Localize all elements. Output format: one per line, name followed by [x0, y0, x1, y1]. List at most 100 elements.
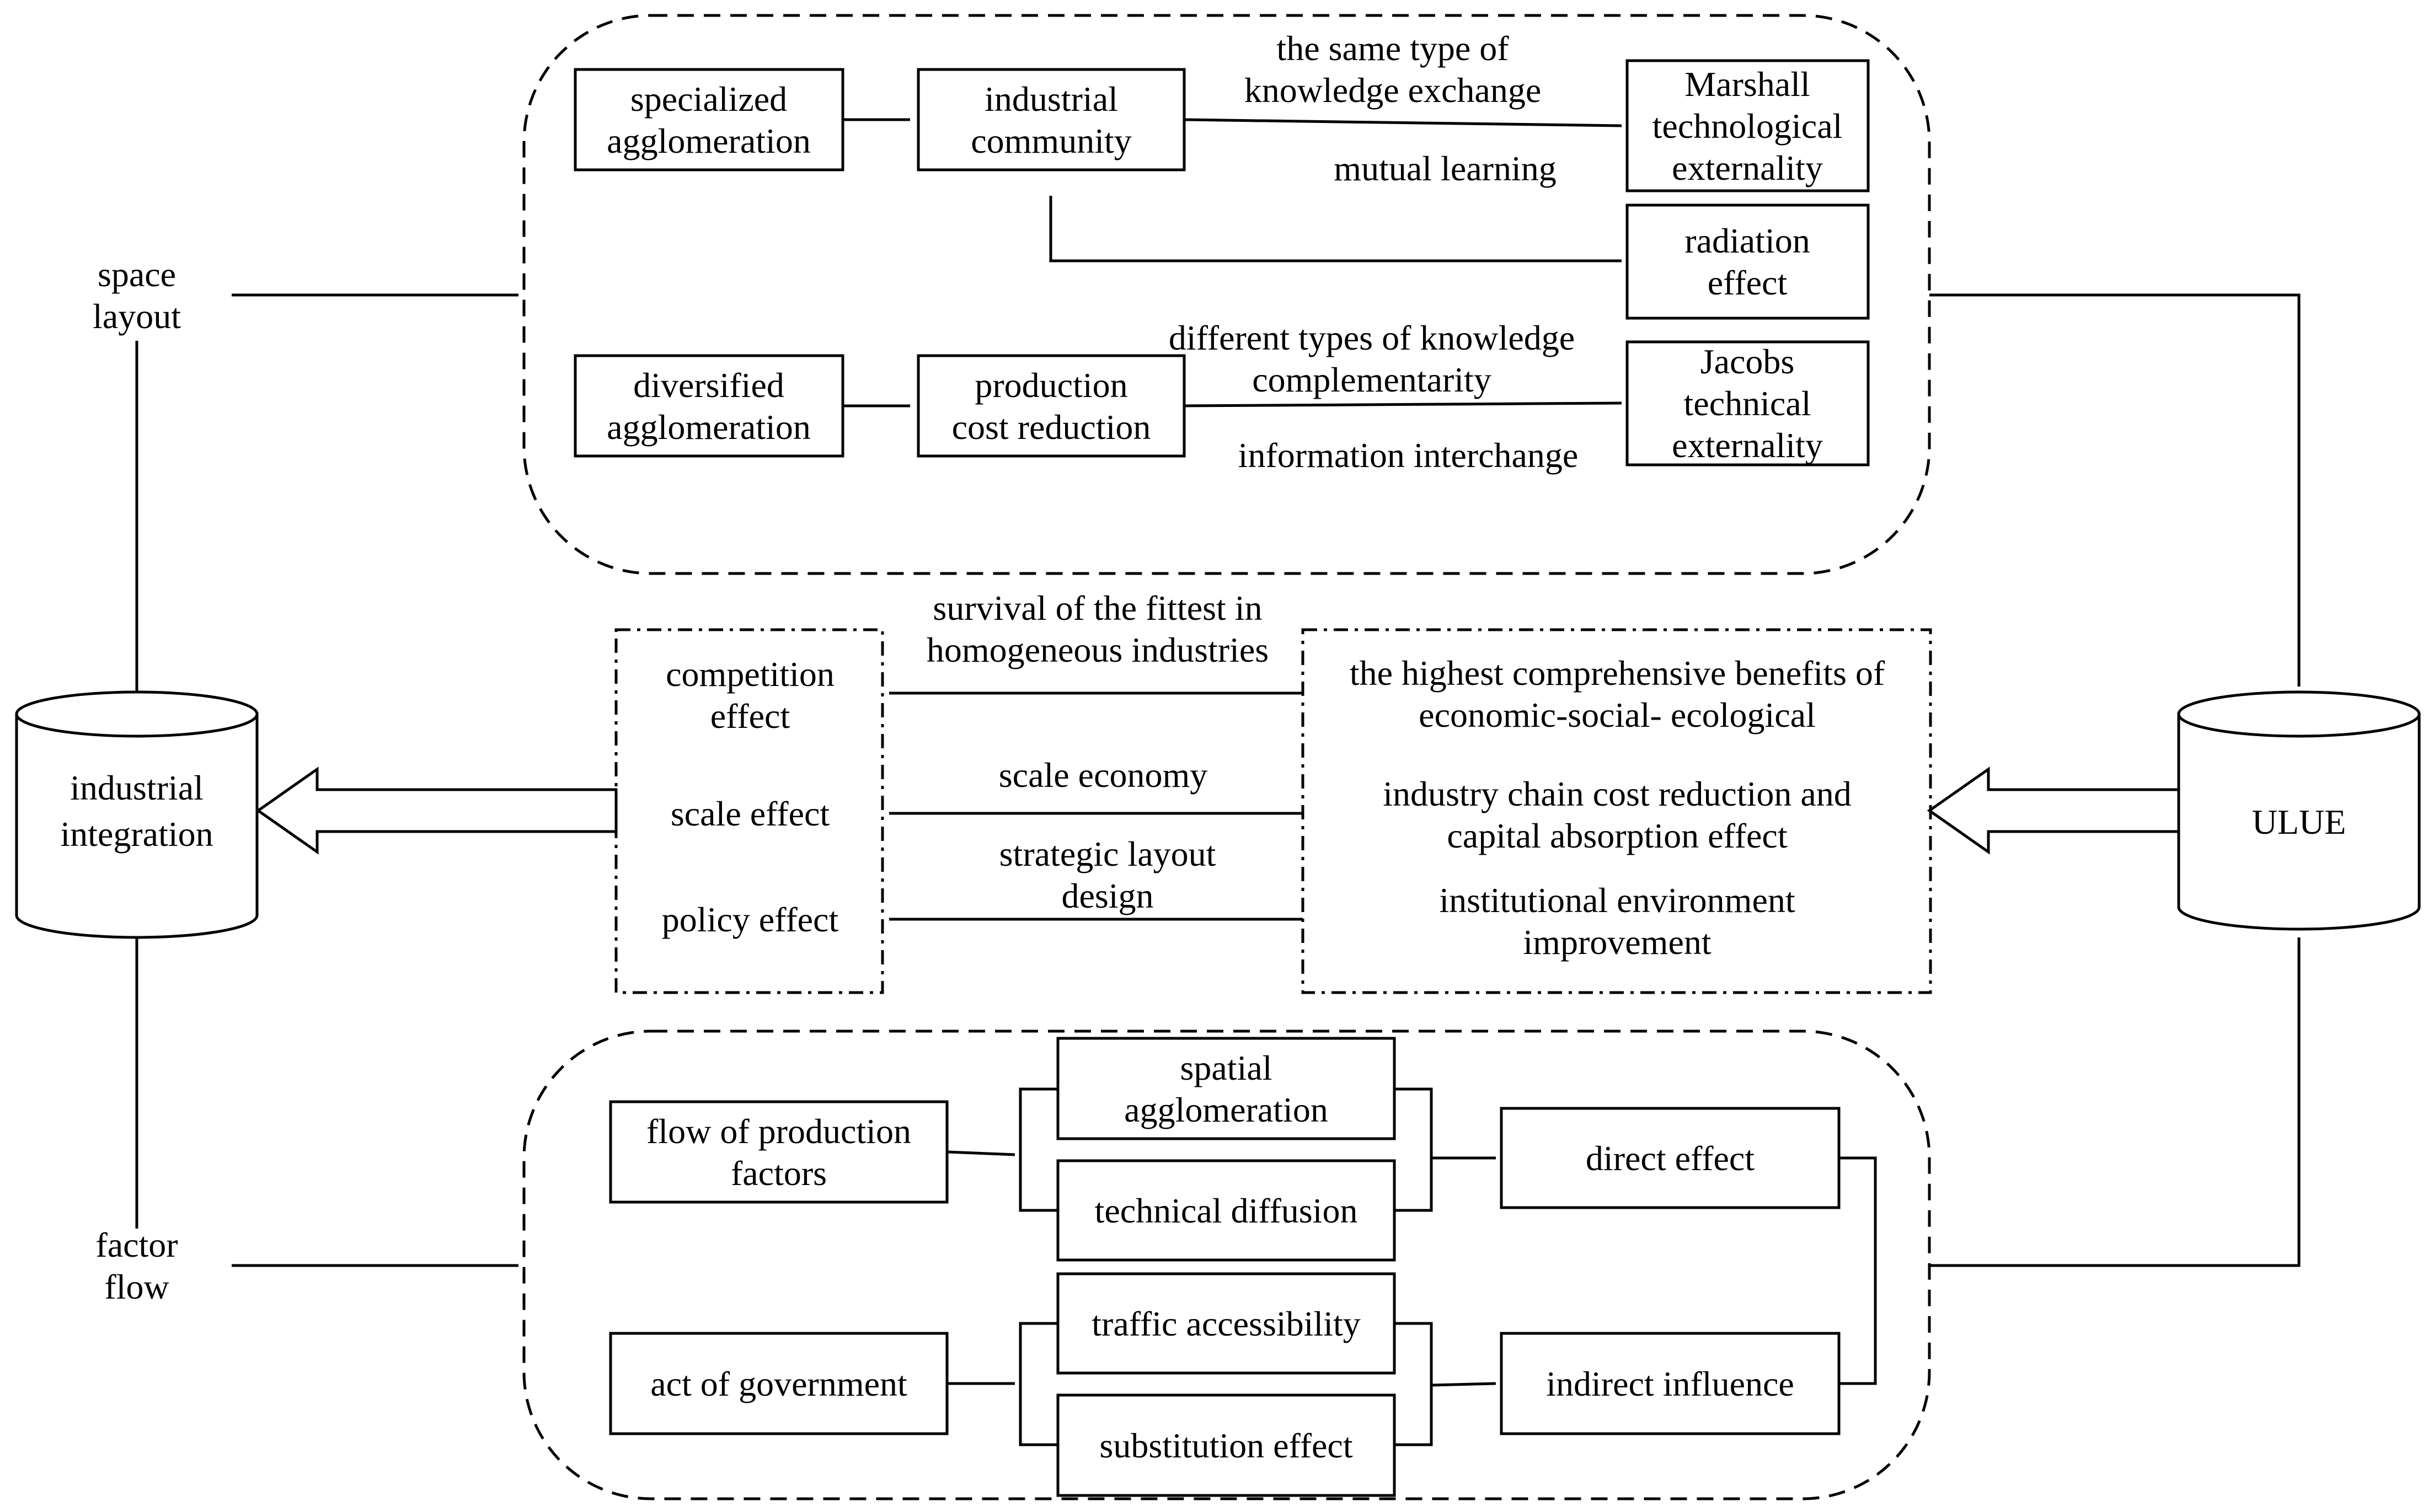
substitution-effect-text: substitution effect [1099, 1426, 1352, 1465]
mutual-learning-label-line: mutual learning [1334, 149, 1556, 188]
technical-diffusion-text: technical diffusion [1095, 1191, 1358, 1230]
industrial-integration-cylinder [15, 690, 259, 939]
information-interchange-label-line: information interchange [1238, 436, 1579, 475]
scale-economy-label-line: scale economy [999, 755, 1208, 795]
radiation-effect-box [1625, 203, 1870, 320]
flow-of-production-factors-box [609, 1100, 949, 1204]
highest-benefits-text-line: the highest comprehensive benefits of [1350, 653, 1885, 693]
industrial-community-text-line: industrial [985, 79, 1118, 119]
technical-diffusion-text-line: technical diffusion [1095, 1191, 1358, 1230]
substitution-effect-box [1056, 1393, 1396, 1497]
production-cost-reduction-text-line: production [975, 366, 1127, 405]
indirect-influence-text-line: indirect influence [1546, 1364, 1794, 1403]
radiation-effect-text-line: effect [1708, 263, 1788, 302]
jacobs-externality-text-line: technical [1684, 384, 1811, 423]
specialized-agglomeration-text-line: agglomeration [607, 121, 811, 160]
jacobs-externality-box [1625, 340, 1870, 467]
production-cost-reduction-text-line: cost reduction [952, 408, 1151, 447]
act-of-government-text-line: act of government [650, 1364, 907, 1403]
different-types-label-line: complementarity [1252, 360, 1491, 399]
technical-diffusion-box [1056, 1159, 1396, 1262]
scale-effect-text-line: scale effect [671, 794, 830, 833]
mutual-learning-label: mutual learning [1334, 149, 1556, 188]
diversified-agglomeration-text-line: agglomeration [607, 408, 811, 447]
institutional-improvement-text-line: institutional environment [1439, 881, 1795, 920]
survival-of-fittest-label-line: survival of the fittest in [933, 588, 1262, 628]
ulue-label-line: ULUE [2252, 802, 2346, 841]
flow-of-factors-text-line: factors [731, 1154, 827, 1193]
jacobs-externality-text-line: Jacobs [1700, 342, 1795, 381]
marshall-externality-text-line: Marshall [1684, 65, 1810, 104]
hollow-arrow-to-integration [255, 766, 618, 855]
industrial-community-text-line: community [971, 121, 1132, 160]
radiation-effect-text-line: radiation [1684, 221, 1810, 260]
industrial-integration-label: industrial integration [60, 768, 213, 854]
competition-effect-text-line: competition [666, 655, 835, 694]
traffic-accessibility-text-line: traffic accessibility [1092, 1304, 1361, 1343]
marshall-externality-box [1625, 59, 1870, 192]
direct-effect-text: direct effect [1586, 1139, 1755, 1178]
traffic-accessibility-text: traffic accessibility [1092, 1304, 1361, 1343]
arrows [135, 118, 2301, 1387]
flow-of-factors-text-line: flow of production [646, 1112, 911, 1151]
diversified-agglomeration-text-line: diversified [633, 366, 784, 405]
same-type-exchange-label-line: knowledge exchange [1244, 71, 1541, 110]
chain-cost-reduction-text-line: industry chain cost reduction and [1383, 774, 1852, 813]
spatial-agglomeration-text-line: spatial [1180, 1048, 1272, 1087]
same-type-exchange-label-line: the same type of [1276, 29, 1509, 68]
space-layout-label-line: space [98, 255, 176, 294]
hollow-arrow-to-benefits [1927, 766, 2180, 855]
scale-effect-text: scale effect [671, 794, 830, 833]
spatial-agglomeration-text-line: agglomeration [1124, 1090, 1328, 1129]
scale-economy-label: scale economy [999, 755, 1208, 795]
industrial-integration-label-line: industrial [70, 768, 204, 807]
marshall-externality-text-line: technological [1652, 106, 1843, 146]
substitution-effect-text-line: substitution effect [1099, 1426, 1352, 1465]
chain-cost-reduction-text-line: capital absorption effect [1447, 816, 1787, 855]
competition-effect-text-line: effect [710, 696, 790, 736]
direct-effect-text-line: direct effect [1586, 1139, 1755, 1178]
ulue-cylinder [2177, 690, 2421, 931]
industrial-integration-label-line: integration [60, 814, 213, 854]
indirect-influence-text: indirect influence [1546, 1364, 1794, 1403]
factor-flow-label-line: factor [95, 1225, 178, 1264]
act-of-government-text: act of government [650, 1364, 907, 1403]
factor-flow-label-line: flow [104, 1267, 169, 1306]
highest-benefits-text-line: economic-social- ecological [1419, 695, 1816, 734]
policy-effect-text: policy effect [662, 900, 839, 939]
institutional-improvement-text-line: improvement [1523, 923, 1711, 962]
information-interchange-label: information interchange [1238, 436, 1579, 475]
specialized-agglomeration-text-line: specialized [630, 79, 787, 119]
effects-dashdot-box [614, 628, 884, 994]
different-types-label-line: different types of knowledge [1169, 318, 1575, 357]
strategic-layout-label-line: design [1061, 876, 1153, 915]
direct-effect-box [1500, 1107, 1841, 1209]
marshall-externality-text-line: externality [1672, 148, 1823, 187]
production-cost-reduction-box [917, 354, 1186, 458]
strategic-layout-label-line: strategic layout [999, 834, 1216, 873]
space-layout-label-line: layout [93, 297, 181, 336]
policy-effect-text-line: policy effect [662, 900, 839, 939]
jacobs-externality-text-line: externality [1672, 426, 1823, 465]
survival-of-fittest-label-line: homogeneous industries [927, 630, 1269, 669]
